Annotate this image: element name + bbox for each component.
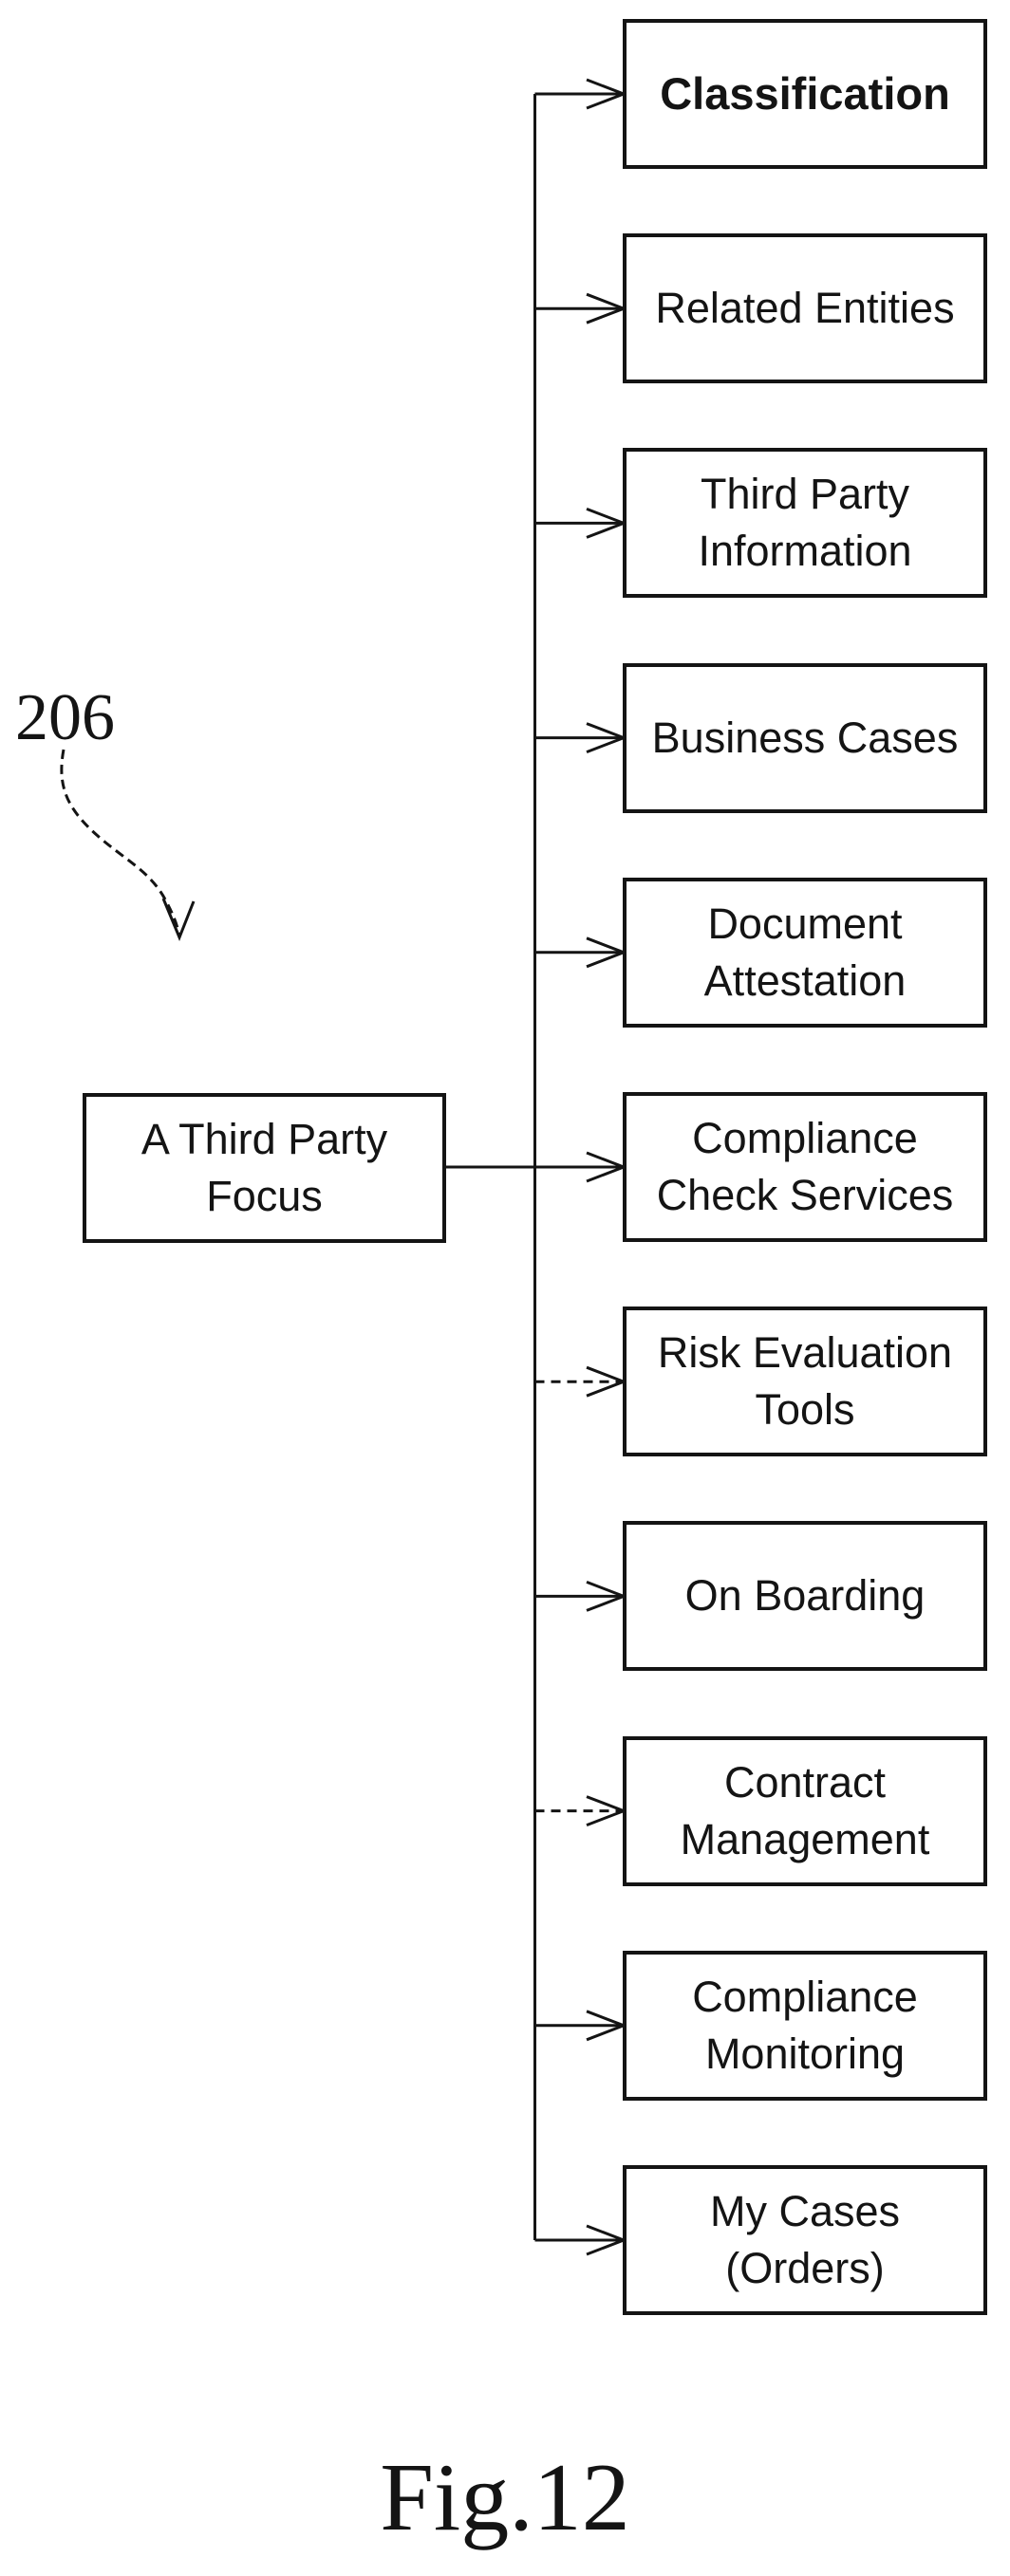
- node-classification: Classification: [623, 19, 987, 169]
- node-label: Business Cases: [651, 713, 959, 762]
- node-label: Contract Management: [680, 1757, 930, 1863]
- node-related-entities: Related Entities: [623, 233, 987, 384]
- node-document-attestation: Document Attestation: [623, 877, 987, 1028]
- node-a-third-party-focus: A Third Party Focus: [83, 1093, 446, 1243]
- node-contract-management: Contract Management: [623, 1735, 987, 1886]
- node-label: Risk Evaluation Tools: [657, 1328, 953, 1435]
- node-my-cases-orders: My Cases (Orders): [623, 2165, 987, 2315]
- node-on-boarding: On Boarding: [623, 1521, 987, 1672]
- node-compliance-monitoring: Compliance Monitoring: [623, 1950, 987, 2101]
- node-label: Compliance Check Services: [656, 1114, 954, 1219]
- node-label: On Boarding: [684, 1571, 926, 1621]
- node-label: Related Entities: [655, 284, 955, 333]
- node-business-cases: Business Cases: [623, 662, 987, 813]
- reference-numeral: 206: [15, 681, 115, 754]
- node-third-party-information: Third Party Information: [623, 448, 987, 599]
- figure-caption: Fig.12: [380, 2444, 630, 2551]
- node-label: Document Attestation: [703, 899, 907, 1005]
- node-label: My Cases (Orders): [709, 2187, 901, 2292]
- node-label: A Third Party Focus: [140, 1115, 388, 1220]
- node-label: Compliance Monitoring: [692, 1972, 918, 2078]
- node-label: Third Party Information: [698, 470, 912, 576]
- node-label: Classification: [660, 68, 950, 119]
- node-risk-evaluation-tools: Risk Evaluation Tools: [623, 1307, 987, 1457]
- node-compliance-check-services: Compliance Check Services: [623, 1092, 987, 1242]
